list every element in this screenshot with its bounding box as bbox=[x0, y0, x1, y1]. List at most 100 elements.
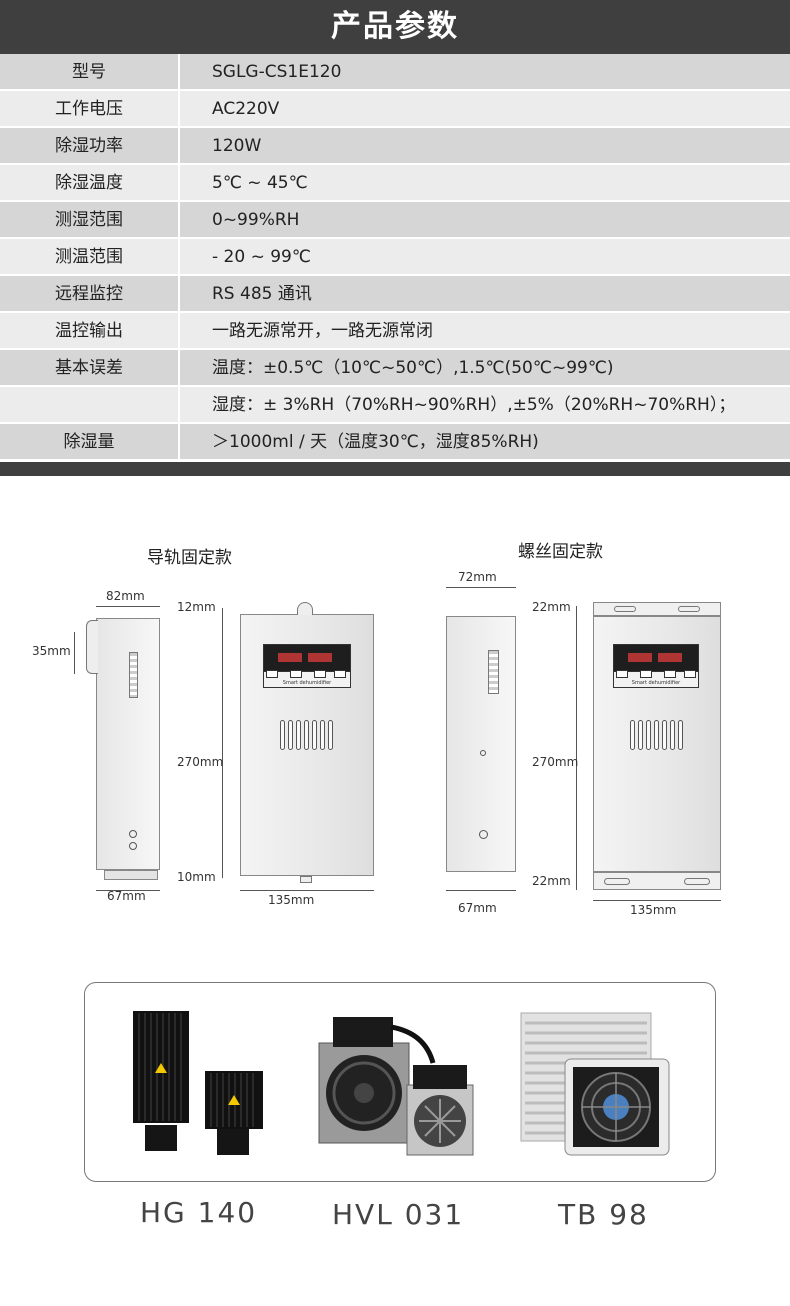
spec-row: 除湿功率 120W bbox=[0, 128, 790, 165]
panel-button-icon bbox=[314, 670, 326, 678]
spec-label: 工作电压 bbox=[0, 91, 180, 126]
dim-label: 35mm bbox=[32, 644, 71, 658]
spec-label: 除湿功率 bbox=[0, 128, 180, 163]
panel-caption: Smart dehumidifier bbox=[631, 680, 681, 686]
page-title: 产品参数 bbox=[0, 0, 790, 54]
panel-strip: Smart dehumidifier bbox=[264, 671, 350, 687]
panel-button-icon bbox=[684, 670, 696, 678]
spec-row: 湿度：± 3%RH（70%RH~90%RH）,±5%（20%RH~70%RH）； bbox=[0, 387, 790, 424]
spec-row: 基本误差 温度：±0.5℃（10℃~50℃）,1.5℃(50℃~99℃) bbox=[0, 350, 790, 387]
dim-label: 22mm bbox=[532, 874, 571, 888]
table-bottom-bar bbox=[0, 462, 790, 476]
dim-label: 67mm bbox=[458, 901, 497, 915]
dim-line bbox=[74, 632, 75, 674]
accessory-products-box bbox=[84, 982, 716, 1182]
spec-value: 温度：±0.5℃（10℃~50℃）,1.5℃(50℃~99℃) bbox=[212, 358, 614, 378]
spec-table: 型号 SGLG-CS1E120 工作电压 AC220V 除湿功率 120W 除湿温度 5… bbox=[0, 54, 790, 461]
panel-button-icon bbox=[664, 670, 676, 678]
dim-label: 270mm bbox=[177, 755, 224, 769]
panel-button-icon bbox=[334, 670, 346, 678]
spec-row: 测温范围 - 20 ~ 99℃ bbox=[0, 239, 790, 276]
product-label-hvl031: HVL 031 bbox=[332, 1198, 465, 1231]
screw-side-view bbox=[446, 616, 516, 872]
spec-label: 温控输出 bbox=[0, 313, 180, 348]
display-readout bbox=[658, 653, 682, 662]
dim-label: 12mm bbox=[177, 600, 216, 614]
spec-row: 除湿量 ＞1000ml / 天（温度30℃，湿度85%RH) bbox=[0, 424, 790, 461]
mount-slot-icon bbox=[604, 878, 630, 885]
rail-side-view bbox=[96, 618, 160, 870]
spec-label: 测温范围 bbox=[0, 239, 180, 274]
spec-value: 一路无源常开，一路无源常闭 bbox=[212, 321, 433, 341]
panel-button-icon bbox=[616, 670, 628, 678]
dim-line bbox=[96, 890, 160, 891]
rail-side-foot bbox=[104, 870, 158, 880]
screw-side-connector bbox=[488, 650, 499, 694]
spec-row: 工作电压 AC220V bbox=[0, 91, 790, 128]
panel-button-icon bbox=[640, 670, 652, 678]
spec-value: 0~99%RH bbox=[212, 210, 300, 230]
dim-line bbox=[96, 606, 160, 607]
mount-slot-icon bbox=[678, 606, 700, 612]
vent-slots bbox=[280, 720, 333, 750]
panel-strip: Smart dehumidifier bbox=[614, 671, 698, 687]
dim-line bbox=[576, 606, 577, 890]
product-label-tb98: TB 98 bbox=[558, 1198, 649, 1231]
spec-value: - 20 ~ 99℃ bbox=[212, 247, 311, 267]
product-label-hg140: HG 140 bbox=[140, 1196, 258, 1229]
rail-top-tab bbox=[297, 602, 313, 615]
screw-side-screw-icon bbox=[480, 750, 486, 756]
panel-caption: Smart dehumidifier bbox=[282, 680, 332, 686]
spec-value: RS 485 通讯 bbox=[212, 284, 312, 304]
panel-button-icon bbox=[266, 670, 278, 678]
control-panel: Smart dehumidifier bbox=[263, 644, 351, 688]
spec-label: 基本误差 bbox=[0, 350, 180, 385]
rail-diagram-title: 导轨固定款 bbox=[147, 548, 232, 568]
display-readout bbox=[308, 653, 332, 662]
rail-side-screw-icon bbox=[129, 830, 137, 838]
spec-row: 测湿范围 0~99%RH bbox=[0, 202, 790, 239]
dim-line bbox=[593, 900, 721, 901]
spec-row: 除湿温度 5℃ ~ 45℃ bbox=[0, 165, 790, 202]
screw-diagram-title: 螺丝固定款 bbox=[518, 542, 603, 562]
dim-label: 72mm bbox=[458, 570, 497, 584]
rail-bottom-tab bbox=[300, 876, 312, 883]
mount-slot-icon bbox=[684, 878, 710, 885]
screw-top-bracket bbox=[593, 602, 721, 616]
rail-hook-bracket bbox=[86, 620, 98, 674]
spec-value: 5℃ ~ 45℃ bbox=[212, 173, 308, 193]
spec-label: 型号 bbox=[0, 54, 180, 89]
mount-slot-icon bbox=[614, 606, 636, 612]
dim-label: 135mm bbox=[630, 903, 677, 917]
dim-label: 10mm bbox=[177, 870, 216, 884]
control-panel: Smart dehumidifier bbox=[613, 644, 699, 688]
spec-row: 型号 SGLG-CS1E120 bbox=[0, 54, 790, 91]
rail-side-connector bbox=[129, 652, 138, 698]
spec-value: 120W bbox=[212, 136, 262, 156]
hvl031-fan-heater-image bbox=[318, 1017, 474, 1156]
spec-label: 远程监控 bbox=[0, 276, 180, 311]
spec-label bbox=[0, 387, 180, 422]
dim-line bbox=[222, 608, 223, 878]
tb98-filter-fan-image bbox=[520, 1012, 670, 1156]
dim-line bbox=[446, 587, 516, 588]
spec-label: 除湿量 bbox=[0, 424, 180, 459]
spec-value: AC220V bbox=[212, 99, 280, 119]
screw-bottom-bracket bbox=[593, 872, 721, 890]
panel-button-icon bbox=[290, 670, 302, 678]
spec-row: 远程监控 RS 485 通讯 bbox=[0, 276, 790, 313]
rail-side-screw-icon bbox=[129, 842, 137, 850]
screw-side-screw-icon bbox=[479, 830, 488, 839]
dim-label: 82mm bbox=[106, 589, 145, 603]
dim-label: 270mm bbox=[532, 755, 579, 769]
spec-row: 温控输出 一路无源常开，一路无源常闭 bbox=[0, 313, 790, 350]
spec-value: SGLG-CS1E120 bbox=[212, 62, 342, 82]
dim-line bbox=[240, 890, 374, 891]
dim-label: 67mm bbox=[107, 889, 146, 903]
spec-value: 湿度：± 3%RH（70%RH~90%RH）,±5%（20%RH~70%RH）； bbox=[212, 395, 736, 415]
spec-label: 测湿范围 bbox=[0, 202, 180, 237]
dim-line bbox=[446, 890, 516, 891]
spec-label: 除湿温度 bbox=[0, 165, 180, 200]
spec-value: ＞1000ml / 天（温度30℃，湿度85%RH) bbox=[212, 432, 539, 452]
display-readout bbox=[278, 653, 302, 662]
